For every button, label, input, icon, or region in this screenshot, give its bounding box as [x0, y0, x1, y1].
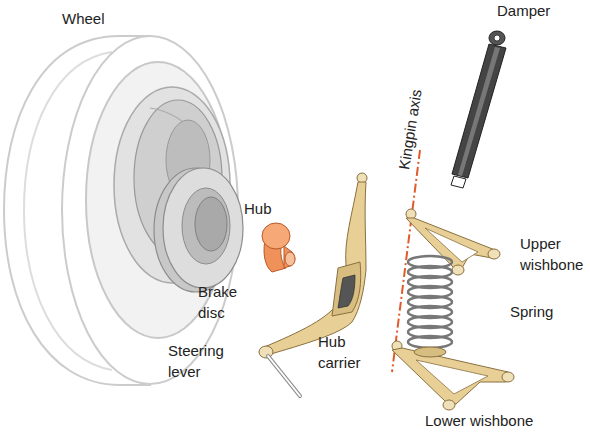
- part-label: Steering lever: [168, 340, 238, 382]
- part-label: Wheel: [62, 8, 142, 29]
- upper-wishbone-drawing: [406, 209, 500, 275]
- damper-drawing: [451, 31, 506, 188]
- part-label: Damper: [497, 0, 577, 21]
- part-label: Lower wishbone: [425, 410, 565, 431]
- part-label: Upper wishbone: [520, 233, 590, 275]
- part-label: Hub carrier: [318, 331, 378, 373]
- hub-drawing: [262, 223, 295, 272]
- part-label: Kingpin axis: [393, 59, 431, 171]
- brake-disc-drawing: [154, 168, 243, 292]
- part-label: Spring: [510, 301, 580, 322]
- spring-drawing: [408, 256, 452, 348]
- wheel-drawing: [4, 36, 238, 385]
- part-label: Hub: [244, 198, 294, 219]
- part-label: Brake disc: [198, 281, 248, 323]
- lower-wishbone-drawing: [392, 341, 514, 410]
- kingpin-axis-line: [392, 150, 420, 372]
